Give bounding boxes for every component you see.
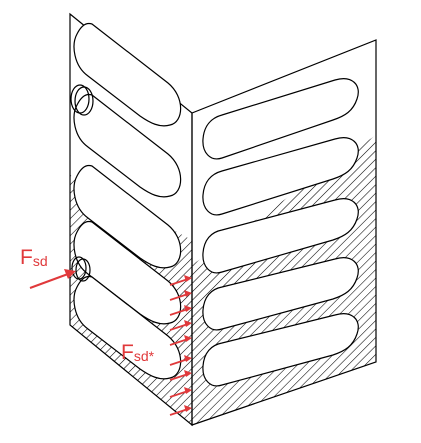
force-label-main: F [20, 246, 33, 269]
force-arrow-fsd [29, 269, 76, 289]
edge-force-arrow [169, 305, 192, 316]
slot [202, 313, 359, 387]
force-label-fsd-star: Fsd* [121, 341, 155, 364]
slot [202, 137, 359, 216]
edge-force-arrow [169, 290, 192, 301]
right-wall-face [191, 39, 377, 426]
edge-force-arrow [169, 405, 192, 416]
slot [202, 78, 359, 160]
force-label-star-sub: sd* [134, 348, 155, 364]
edge-force-arrow [169, 275, 192, 286]
anchor-lower [71, 256, 91, 282]
edge-force-arrows [169, 275, 192, 416]
left-wall-slots [73, 22, 182, 380]
slot [73, 164, 182, 269]
force-label-fsd: Fsd [20, 246, 48, 269]
edge-force-arrow [169, 335, 192, 346]
slot [202, 257, 359, 331]
force-label-star-main: F [121, 341, 134, 364]
edge-force-arrow [169, 387, 192, 398]
slot [73, 22, 182, 127]
slot [202, 198, 359, 274]
anchor-upper [70, 84, 94, 116]
force-label-sub: sd [33, 253, 48, 269]
slot [73, 93, 182, 198]
edge-force-arrow [169, 320, 192, 331]
edge-force-arrow [169, 355, 192, 366]
edge-force-arrow [169, 370, 192, 381]
right-wall-slots [202, 78, 359, 387]
slot [73, 275, 182, 380]
